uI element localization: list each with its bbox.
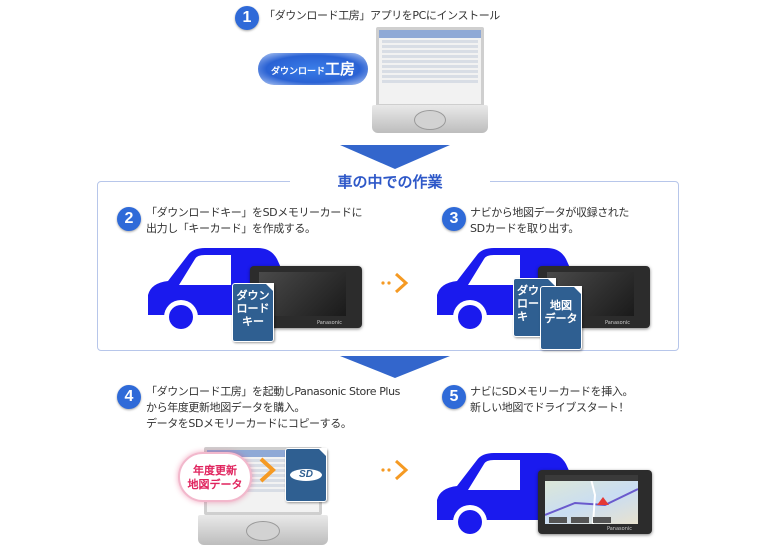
step-4-line-1: 「ダウンロード工房」を起動しPanasonic Store Plus [146,385,400,398]
navi-brand-2: Panasonic [604,320,630,326]
navi-brand-3: Panasonic [606,526,632,532]
navi-monitor-3: Panasonic [538,470,652,534]
laptop-window-bar [379,30,481,38]
step-1-number: 1 [235,6,259,30]
step-5-line-2: 新しい地図でドライブスタート！ [470,401,629,414]
navi-brand-1: Panasonic [316,320,342,326]
section-title: 車の中での作業 [290,173,490,191]
step-4-text: 「ダウンロード工房」を起動しPanasonic Store Plus から年度更… [146,384,400,432]
update-badge-line-1: 年度更新 [193,464,237,477]
down-arrow-2 [340,356,450,378]
orange-chevron-icon [259,457,276,483]
down-arrow-1 [340,145,450,169]
chevron-right-icon-2 [381,459,409,481]
sd-logo: SD [290,469,322,481]
update-badge-line-2: 地図データ [187,478,243,491]
step-5-line-1: ナビにSDメモリーカードを挿入。 [470,385,634,398]
step-3-number: 3 [442,207,466,231]
step-2-number: 2 [117,207,141,231]
download-kobo-suffix: 工房 [325,60,356,78]
download-kobo-badge: ダウンロード工房 [258,53,368,85]
map-card-line-2: データ [544,312,578,325]
laptop-screen [376,27,484,107]
step-1-line-1: 「ダウンロード工房」アプリをPCにインストール [264,9,500,22]
step-4-line-2: から年度更新地図データを購入。 [146,401,305,414]
laptop-touchpad-2 [246,521,280,541]
key-card-back-line-2: ロー [517,297,539,310]
navi-map-screen [544,474,639,525]
laptop-illustration [372,27,488,139]
laptop-touchpad [414,110,446,130]
laptop-keyboard [372,105,488,133]
chevron-right-icon [381,272,409,294]
step-3-text: ナビから地図データが収録された SDカードを取り出す。 [470,205,629,237]
download-kobo-prefix: ダウンロード [270,67,325,77]
download-key-card: ダウン ロード キー [232,283,274,342]
step-1-text: 「ダウンロード工房」アプリをPCにインストール [264,8,500,24]
step-2-line-1: 「ダウンロードキー」をSDメモリーカードに [146,206,363,219]
step-3-line-1: ナビから地図データが収録された [470,206,629,219]
step-4-number: 4 [117,385,141,409]
map-card-line-1: 地図 [550,299,572,312]
step-5-number: 5 [442,385,466,409]
laptop-app-rows [379,40,481,83]
step-4-line-3: データをSDメモリーカードにコピーする。 [146,417,352,430]
laptop-keyboard-2 [198,515,328,545]
step-2-text: 「ダウンロードキー」をSDメモリーカードに 出力し「キーカード」を作成する。 [146,205,362,237]
key-card-line-1: ダウン [236,289,270,302]
step-2-line-2: 出力し「キーカード」を作成する。 [146,222,316,235]
step-5-text: ナビにSDメモリーカードを挿入。 新しい地図でドライブスタート！ [470,384,633,416]
map-data-card: 地図 データ [540,286,582,350]
key-card-line-3: キー [242,315,264,328]
laptop-window-bar-2 [207,450,319,457]
map-roads [544,474,639,525]
key-card-line-2: ロード [236,302,270,315]
key-card-back-line-3: キ [517,310,528,323]
key-card-back-line-1: ダウ [517,284,539,297]
annual-update-map-badge: 年度更新 地図データ [178,452,252,502]
sd-card: SD [285,448,327,502]
step-3-line-2: SDカードを取り出す。 [470,222,579,235]
